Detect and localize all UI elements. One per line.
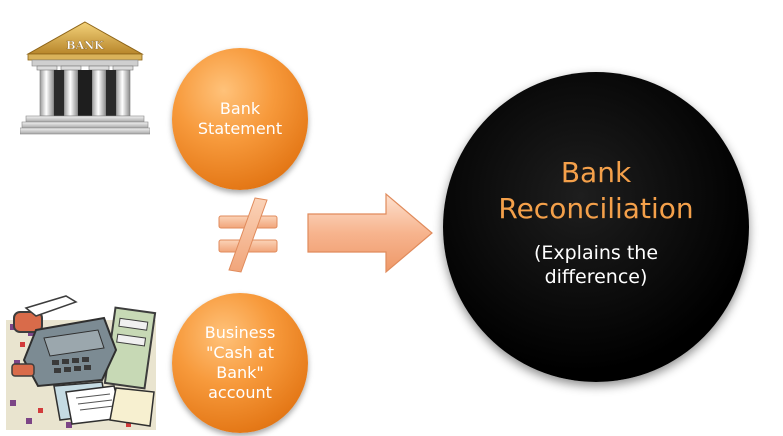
business-account-line-2: "Cash at: [206, 343, 274, 362]
bank-reconciliation-node: Bank Reconciliation (Explains the differ…: [443, 72, 749, 382]
bank-statement-node: Bank Statement: [172, 48, 308, 190]
bank-reconciliation-subtitle-line-2: difference): [544, 266, 648, 288]
bank-statement-line-2: Statement: [197, 119, 283, 138]
bank-reconciliation-subtitle: (Explains the difference): [534, 241, 658, 289]
bank-sign-text: BANK: [66, 39, 104, 52]
business-account-line-3: Bank": [216, 363, 264, 382]
bank-statement-line-1: Bank: [219, 99, 261, 118]
right-arrow-icon: [307, 192, 433, 274]
office-machines-clipart-icon: [6, 295, 157, 430]
business-account-line-1: Business: [204, 323, 276, 342]
bank-reconciliation-title-line-1: Bank: [560, 156, 632, 189]
not-equal-icon: [218, 197, 278, 273]
bank-reconciliation-title: Bank Reconciliation: [498, 155, 693, 227]
bank-building-icon: BANK: [20, 21, 150, 135]
bank-reconciliation-subtitle-line-1: (Explains the: [533, 242, 659, 264]
business-account-line-4: account: [208, 383, 272, 402]
bank-reconciliation-title-line-2: Reconciliation: [498, 192, 694, 225]
business-account-node: Business "Cash at Bank" account: [172, 293, 308, 433]
